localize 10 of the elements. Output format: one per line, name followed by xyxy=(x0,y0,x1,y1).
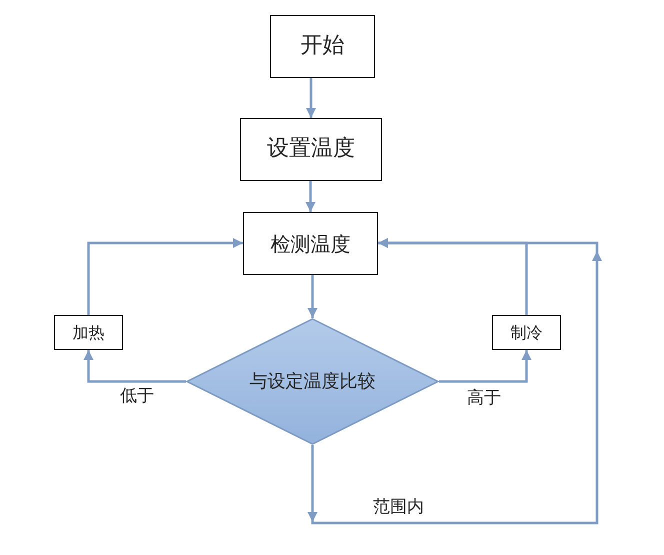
edge-label: 范围内 xyxy=(372,497,425,518)
process-box: 加热 xyxy=(54,315,123,350)
decision-text: 与设定温度比较 xyxy=(250,370,376,392)
process-box: 制冷 xyxy=(492,315,561,350)
process-box: 设置温度 xyxy=(240,118,382,181)
edge-label: 低于 xyxy=(119,386,155,406)
decision-diamond xyxy=(186,318,439,445)
process-box: 检测温度 xyxy=(243,212,378,275)
process-box: 开始 xyxy=(270,15,375,78)
edge-label: 高于 xyxy=(466,388,502,408)
